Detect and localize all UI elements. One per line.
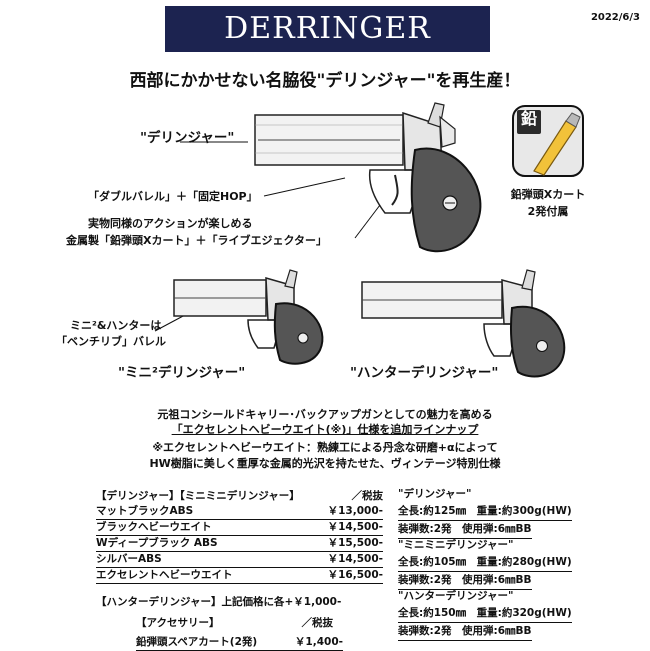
cartridge-image xyxy=(512,105,584,177)
table-row: エクセレントヘビーウエイト ￥16,500- xyxy=(96,568,383,584)
price-name: エクセレントヘビーウエイト xyxy=(96,569,233,581)
accessory-header-right: ／税抜 xyxy=(301,617,334,629)
date-text: 2022/6/3 xyxy=(590,12,640,23)
price-header-right: ／税抜 xyxy=(351,490,384,502)
table-row: Wディープブラック ABS ￥15,500- xyxy=(96,536,383,552)
accessory-name: 鉛弾頭スペアカート(2発) xyxy=(136,636,258,648)
spec-derringer: "デリンジャー" 全長:約125㎜ 重量:約300g(HW) 装弾数:2発 使用… xyxy=(398,486,572,539)
hunter-derringer-image xyxy=(358,268,578,383)
hunter-price-note: 【ハンターデリンジャー】上記価格に各+￥1,000- xyxy=(96,596,342,608)
spec-hunter: "ハンターデリンジャー" 全長:約150㎜ 重量:約320g(HW) 装弾数:2… xyxy=(398,588,572,641)
description-line1: 元祖コンシールドキャリー･バックアップガンとしての魅力を高める xyxy=(157,408,493,421)
headline: 西部にかかせない名脇役"デリンジャー"を再生産！ xyxy=(129,71,521,91)
description-line4: HW樹脂に美しく重厚な金属的光沢を持たせた、ヴィンテージ特別仕様 xyxy=(149,457,501,470)
spec-line2: 装弾数:2発 使用弾:6㎜BB xyxy=(398,521,532,539)
spec-title: "デリンジャー" xyxy=(398,488,472,500)
price-table-header: 【デリンジャー】【ミニミニデリンジャー】 ／税抜 xyxy=(96,489,383,504)
price-value: ￥14,500- xyxy=(327,553,383,565)
main-gun-feature-1: 「ダブルバレル」＋「固定HOP」 xyxy=(88,190,258,203)
spec-title: "ミニミニデリンジャー" xyxy=(398,539,514,551)
description-line2: 「エクセレントヘビーウエイト(※)」仕様を追加ラインナップ xyxy=(171,423,479,436)
price-value: ￥13,000- xyxy=(327,505,383,517)
cartridge-caption-1: 鉛弾頭Xカート xyxy=(510,188,586,201)
mini-note-line2: 「ベンチリブ」バレル xyxy=(56,335,166,348)
accessory-row: 鉛弾頭スペアカート(2発) ￥1,400- xyxy=(136,635,343,651)
spec-title: "ハンターデリンジャー" xyxy=(398,590,514,602)
mini-gun-name: "ミニ²デリンジャー" xyxy=(118,365,246,381)
derringer-image xyxy=(250,95,495,270)
main-gun-feature-2-line1: 実物同様のアクションが楽しめる xyxy=(88,217,253,230)
accessory-header-left: 【アクセサリー】 xyxy=(136,617,220,629)
price-name: Wディープブラック ABS xyxy=(96,537,218,549)
price-name: マットブラックABS xyxy=(96,505,194,517)
spec-line1: 全長:約125㎜ 重量:約300g(HW) xyxy=(398,503,572,521)
spec-line2: 装弾数:2発 使用弾:6㎜BB xyxy=(398,623,532,641)
callout-lines xyxy=(154,141,381,332)
accessory-header: 【アクセサリー】 ／税抜 xyxy=(96,616,383,631)
lead-char-icon: 鉛 xyxy=(520,109,537,128)
description-line3: ※エクセレントヘビーウエイト：熟練工による丹念な研磨+αによって xyxy=(152,441,498,454)
mini-note-line1: ミニ²&ハンターは xyxy=(70,319,162,332)
spec-mini-mini: "ミニミニデリンジャー" 全長:約105㎜ 重量:約280g(HW) 装弾数:2… xyxy=(398,537,572,590)
price-value: ￥15,500- xyxy=(327,537,383,549)
spec-line1: 全長:約105㎜ 重量:約280g(HW) xyxy=(398,554,572,572)
cartridge-caption-2: 2発付属 xyxy=(527,205,569,218)
price-name: シルバーABS xyxy=(96,553,162,565)
table-row: マットブラックABS ￥13,000- xyxy=(96,504,383,520)
mini-derringer-image xyxy=(170,268,340,368)
title-banner: DERRINGER xyxy=(165,6,490,52)
main-gun-feature-2-line2: 金属製「鉛弾頭Xカート」＋「ライブエジェクター」 xyxy=(66,234,328,247)
price-header-left: 【デリンジャー】【ミニミニデリンジャー】 xyxy=(96,490,300,502)
price-table: 【デリンジャー】【ミニミニデリンジャー】 ／税抜 マットブラックABS ￥13,… xyxy=(96,489,383,651)
price-value: ￥14,500- xyxy=(327,521,383,533)
table-row: シルバーABS ￥14,500- xyxy=(96,552,383,568)
hunter-gun-name: "ハンターデリンジャー" xyxy=(350,365,499,381)
banner-title: DERRINGER xyxy=(224,11,431,46)
spec-line2: 装弾数:2発 使用弾:6㎜BB xyxy=(398,572,532,590)
table-row: ブラックヘビーウエイト ￥14,500- xyxy=(96,520,383,536)
spec-line1: 全長:約150㎜ 重量:約320g(HW) xyxy=(398,605,572,623)
price-value: ￥16,500- xyxy=(327,569,383,581)
accessory-price: ￥1,400- xyxy=(294,636,343,648)
price-name: ブラックヘビーウエイト xyxy=(96,521,212,533)
